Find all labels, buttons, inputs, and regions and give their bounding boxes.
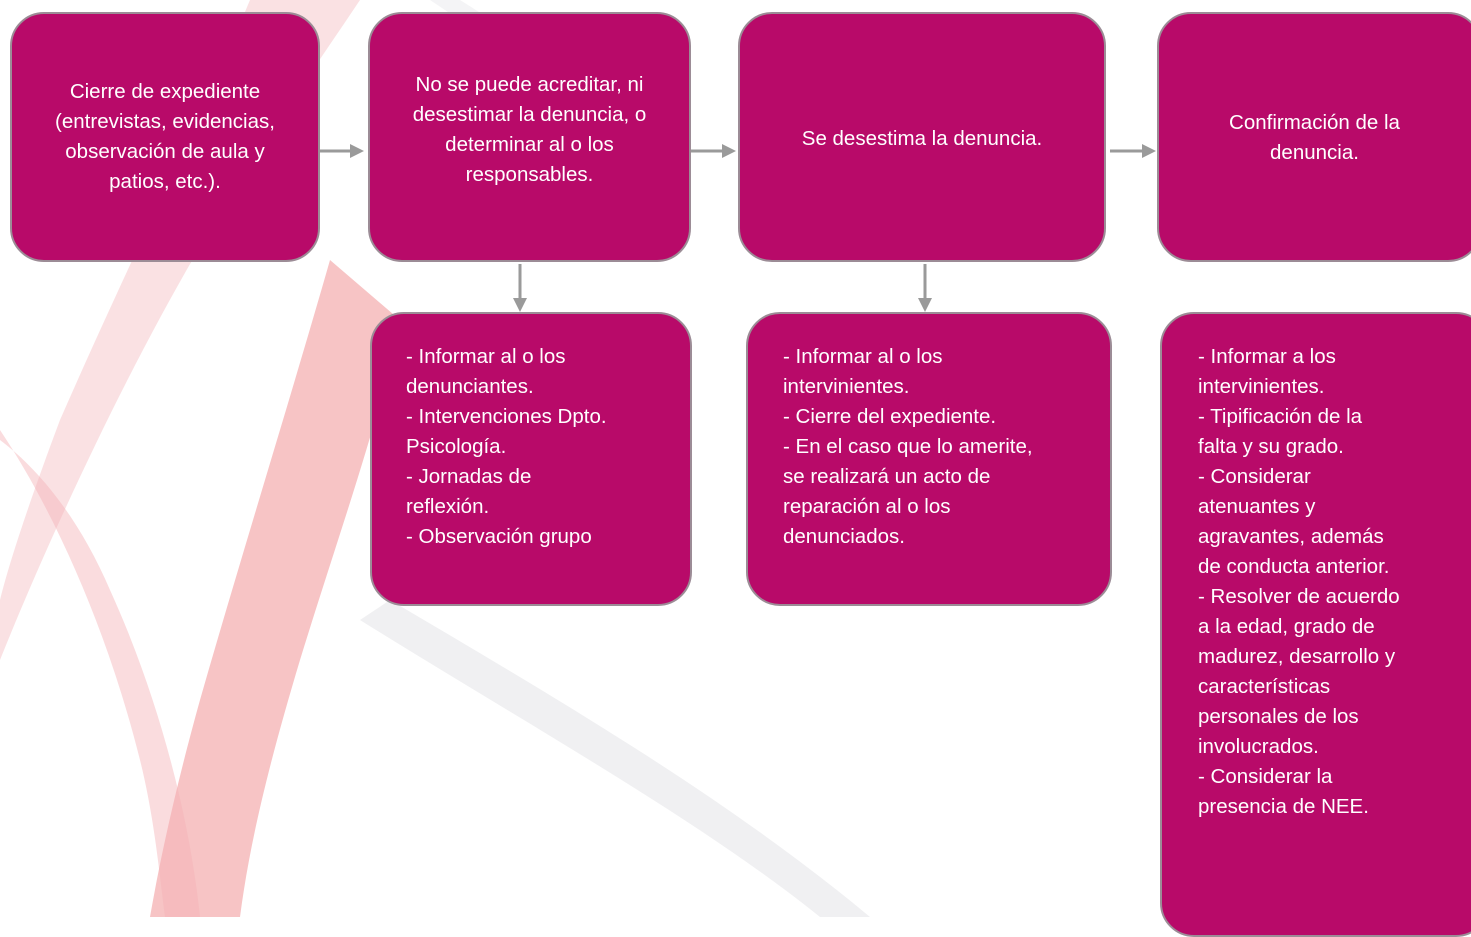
box-cierre-expediente: Cierre de expediente (entrevistas, evide…: [10, 12, 320, 262]
box-se-desestima-text: Se desestima la denuncia.: [801, 127, 1043, 150]
box-acciones-no-acreditada-text: - Informar al o los denunciantes. - Inte…: [406, 345, 607, 548]
box-cierre-expediente-text: Cierre de expediente (entrevistas, evide…: [55, 80, 275, 193]
swoosh-soft: [0, 430, 200, 917]
box-no-se-puede-acreditar-text: No se puede acreditar, ni desestimar la …: [412, 73, 647, 186]
box-se-desestima: Se desestima la denuncia.: [738, 12, 1106, 262]
box-confirmacion-denuncia: Confirmación de la denuncia.: [1157, 12, 1471, 262]
swoosh-grey: [360, 600, 870, 917]
box-confirmacion-denuncia-text: Confirmación de la denuncia.: [1229, 111, 1400, 164]
box-acciones-confirmada: - Informar a los intervinientes. - Tipif…: [1160, 312, 1471, 937]
arrow-down-2: [918, 264, 932, 312]
box-acciones-desestimada: - Informar al o los intervinientes. - Ci…: [746, 312, 1112, 606]
box-no-se-puede-acreditar: No se puede acreditar, ni desestimar la …: [368, 12, 691, 262]
swoosh-red: [150, 260, 400, 917]
box-acciones-no-acreditada: - Informar al o los denunciantes. - Inte…: [370, 312, 692, 606]
arrow-down-1: [513, 264, 527, 312]
box-acciones-confirmada-text: - Informar a los intervinientes. - Tipif…: [1198, 345, 1400, 818]
arrow-right-3: [1110, 144, 1156, 158]
arrow-right-2: [690, 144, 736, 158]
arrow-right-1: [318, 144, 364, 158]
box-acciones-desestimada-text: - Informar al o los intervinientes. - Ci…: [783, 345, 1033, 548]
